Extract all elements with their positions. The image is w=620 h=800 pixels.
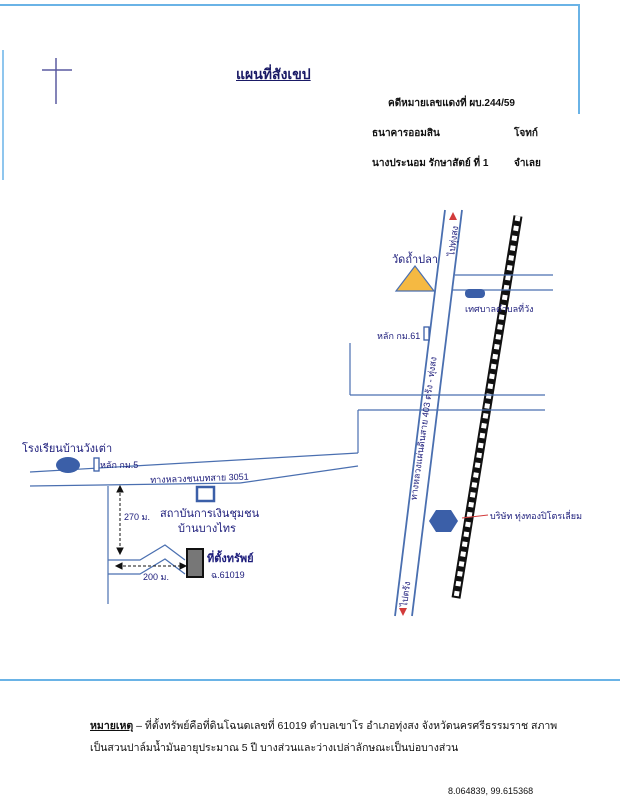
page-border-right — [578, 4, 580, 114]
case-number: คดีหมายเลขแดงที่ ผบ.244/59 — [388, 98, 515, 109]
plaintiff-name: ธนาคารออมสิน — [372, 128, 440, 139]
community-bank-icon — [195, 485, 216, 503]
km5-label: หลัก กม.5 — [100, 460, 139, 470]
distance-270-label: 270 ม. — [124, 512, 150, 522]
remark-text-1: – ที่ตั้งทรัพย์คือที่ดินโฉนดเลขที่ 61019… — [133, 720, 558, 732]
section-divider — [0, 679, 620, 681]
temple-icon — [394, 265, 436, 292]
km61-marker-icon — [423, 326, 430, 341]
municipality-label: เทศบาลตำบลที่วัง — [465, 304, 534, 314]
page-border-top — [0, 4, 580, 6]
remark-label: หมายเหตุ — [90, 720, 134, 732]
km61-label: หลัก กม.61 — [377, 331, 421, 341]
community-bank-label-2: บ้านบางไทร — [178, 523, 236, 535]
measure-270 — [116, 484, 124, 556]
deed-label: ฉ.61019 — [211, 570, 245, 580]
measure-200 — [114, 562, 188, 570]
defendant-name: นางประนอม รักษาสัตย์ ที่ 1 — [372, 158, 489, 169]
school-icon — [56, 457, 80, 473]
company-pointer — [461, 514, 489, 519]
temple-label: วัดถ้ำปลา — [392, 254, 439, 266]
railway — [451, 215, 523, 599]
company-icon — [429, 510, 458, 532]
cross-mark — [42, 58, 72, 104]
remark-text-2: เป็นสวนปาล์มน้ำมันอายุประมาณ 5 ปี บางส่ว… — [90, 742, 459, 754]
highway-403 — [394, 209, 463, 617]
km5-marker-icon — [93, 457, 100, 472]
arrow-to-thungsong-icon — [449, 212, 457, 220]
property-icon — [186, 548, 204, 578]
gps-coordinates: 8.064839, 99.615368 — [448, 786, 534, 796]
plaintiff-role: โจทก์ — [514, 128, 538, 139]
company-label: บริษัท ทุ่งทองปิโตรเลี่ยม — [490, 511, 582, 521]
property-label: ที่ตั้งทรัพย์ — [207, 553, 254, 565]
distance-200-label: 200 ม. — [143, 572, 169, 582]
municipality-icon — [465, 289, 485, 298]
community-bank-label-1: สถาบันการเงินชุมชน — [160, 508, 260, 520]
defendant-role: จำเลย — [514, 158, 541, 169]
page-title: แผนที่สังเขป — [236, 66, 311, 82]
school-label: โรงเรียนบ้านวังเต่า — [22, 443, 113, 455]
remark-line-1: หมายเหตุ – ที่ตั้งทรัพย์คือที่ดินโฉนดเลข… — [90, 715, 590, 737]
rural-road-3051 — [29, 452, 359, 604]
arrow-to-trang-icon — [399, 608, 407, 616]
page-border-left — [2, 50, 4, 180]
remark-block: หมายเหตุ – ที่ตั้งทรัพย์คือที่ดินโฉนดเลข… — [90, 715, 590, 759]
side-roads-middle — [349, 343, 545, 453]
